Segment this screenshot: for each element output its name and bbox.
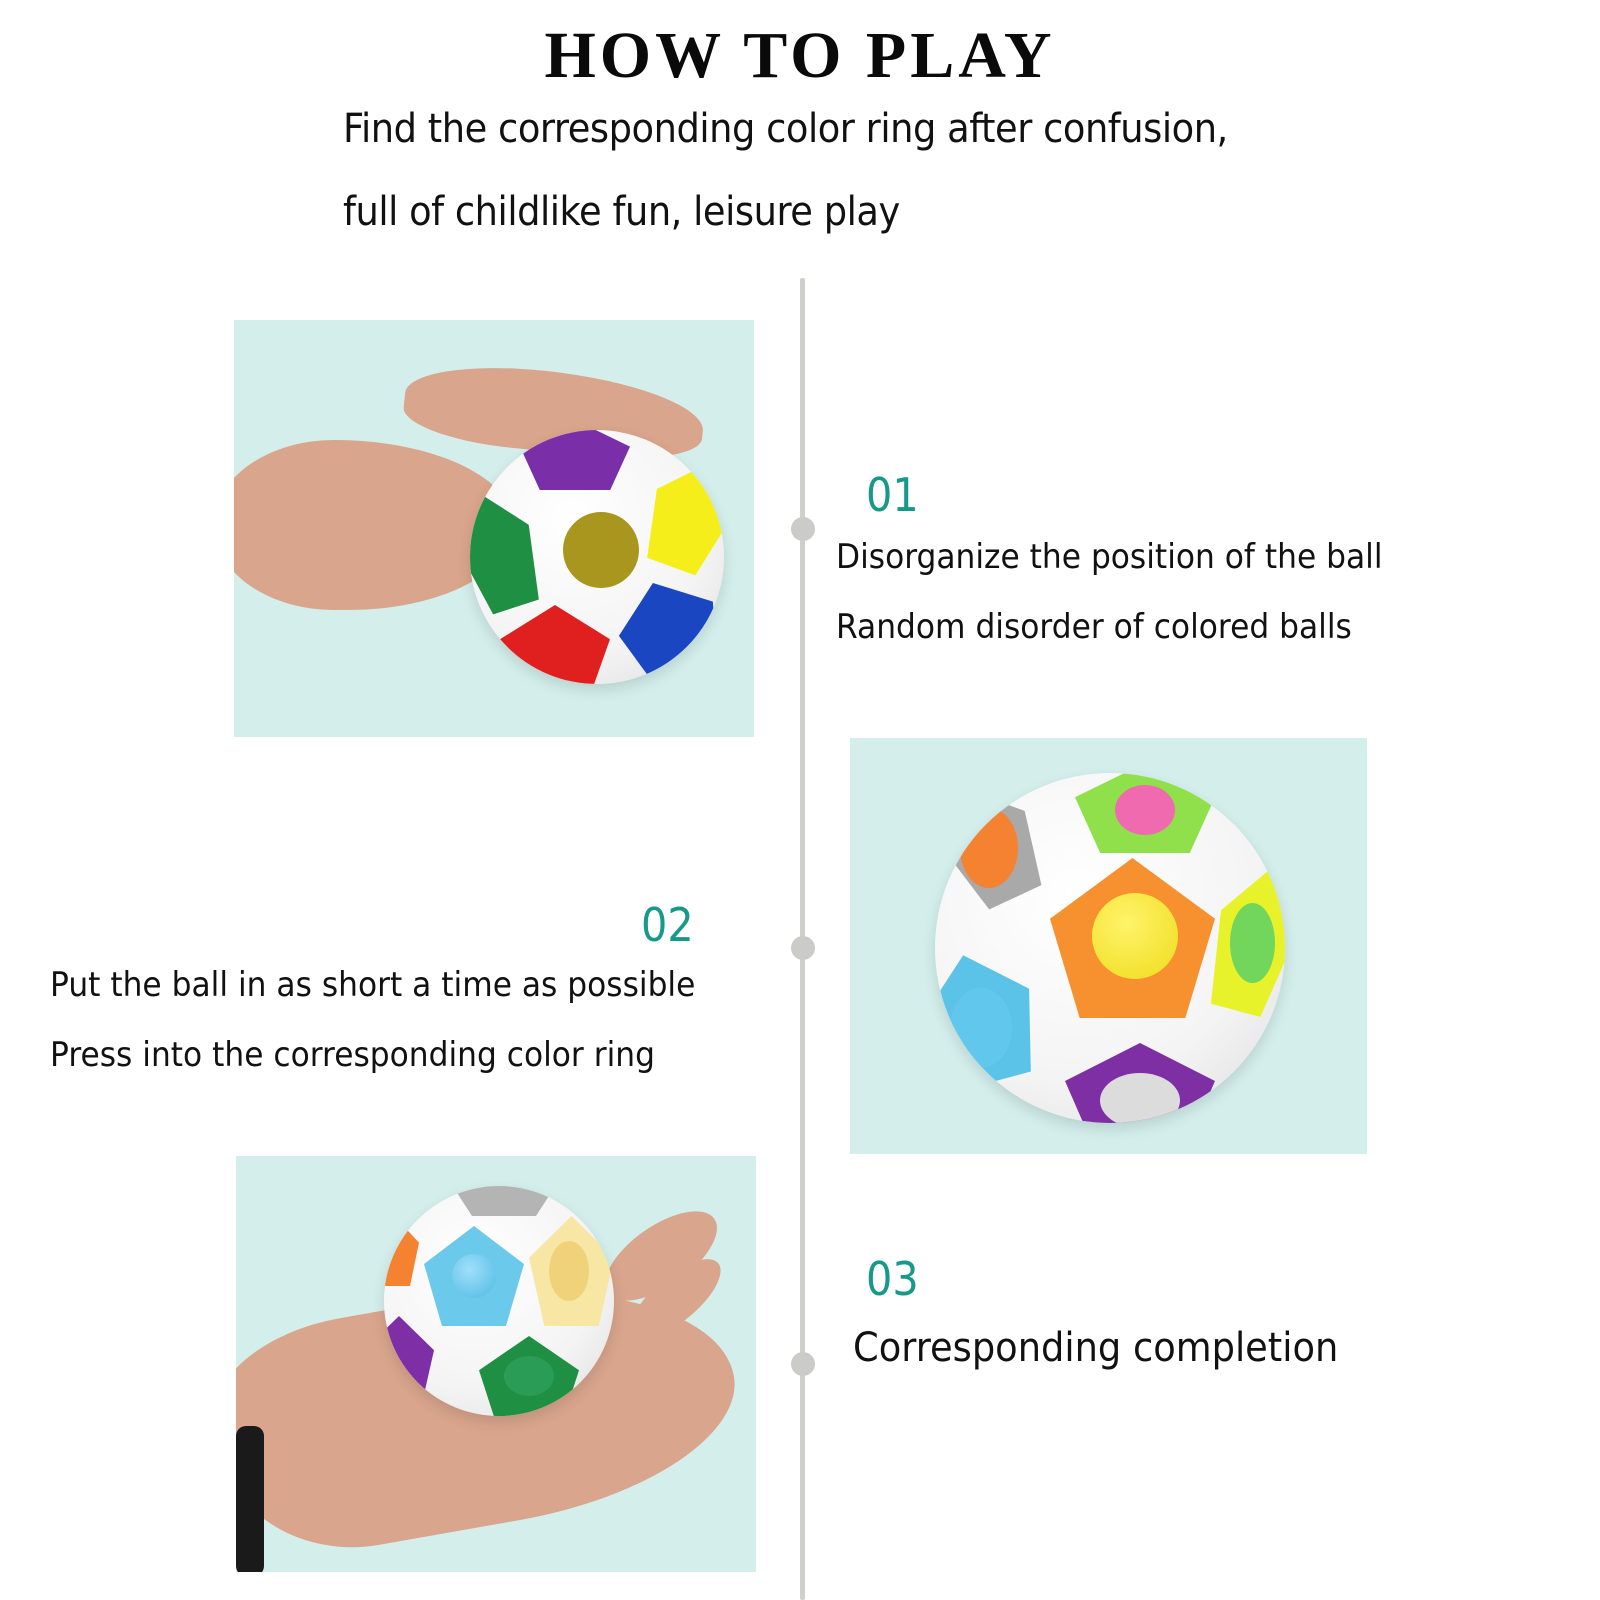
step-2-line-2: Press into the corresponding color ring [50,1035,655,1075]
step-2-number: 02 [641,898,694,952]
step-3-number: 03 [866,1252,919,1306]
timeline-dot-3 [791,1352,815,1376]
step-2-image [850,738,1367,1154]
step-3-line-1: Corresponding completion [853,1325,1339,1371]
step-1-line-2: Random disorder of colored balls [836,607,1352,647]
step-2-line-1: Put the ball in as short a time as possi… [50,965,696,1005]
page-title: HOW TO PLAY [544,19,1056,92]
rainbow-ball-icon [384,1186,614,1416]
timeline-dot-2 [791,936,815,960]
rainbow-ball-icon [935,773,1285,1123]
timeline-dot-1 [791,517,815,541]
step-1-line-1: Disorganize the position of the ball [836,537,1383,577]
step-1-number: 01 [866,468,919,522]
hand-shape [234,440,514,610]
rainbow-ball-icon [470,430,724,684]
step-3-image [236,1156,756,1572]
subtitle-line-1: Find the corresponding color ring after … [343,106,1228,152]
bracelet-shape [236,1426,264,1572]
subtitle-line-2: full of childlike fun, leisure play [343,189,900,235]
step-1-image [234,320,754,737]
